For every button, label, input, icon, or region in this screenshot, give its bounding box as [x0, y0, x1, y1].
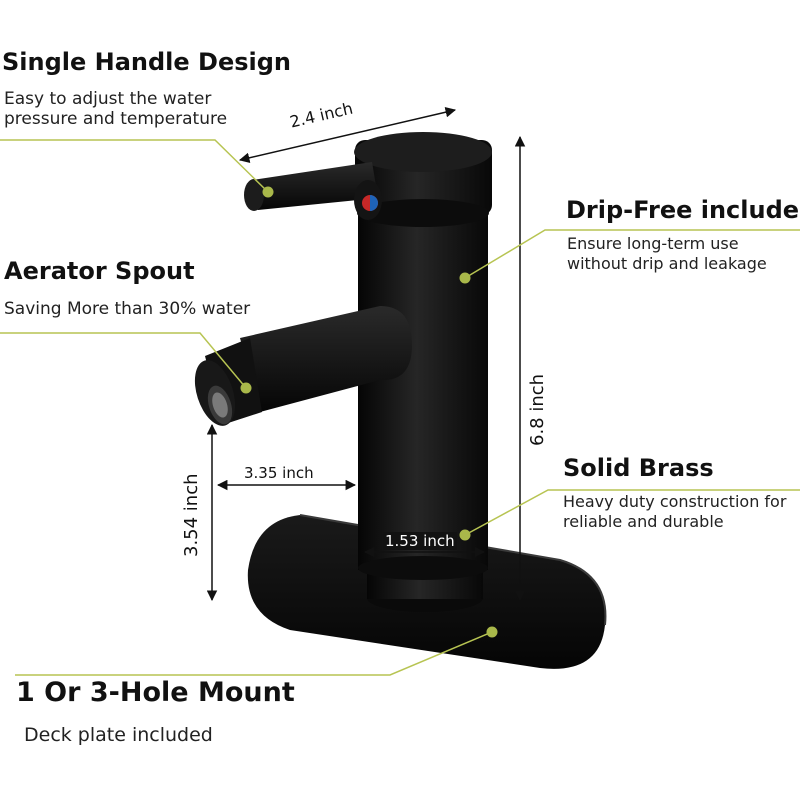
leader-drip-free [459, 229, 800, 284]
single-handle-desc-1: Easy to adjust the water [4, 89, 212, 109]
drip-free-title: Drip-Free included [566, 196, 800, 224]
single-handle-desc-2: pressure and temperature [4, 109, 228, 129]
aerator-spout [194, 306, 412, 426]
aerator-desc: Saving More than 30% water [4, 299, 251, 319]
dim-arrow-handle [238, 107, 457, 163]
solid-brass-title: Solid Brass [563, 454, 714, 482]
leader-single-handle [0, 139, 274, 198]
dim-label-spout-height: 3.54 inch [181, 473, 202, 557]
dim-label-reach: 3.35 inch [244, 464, 314, 482]
dim-label-height: 6.8 inch [527, 373, 548, 446]
drip-free-desc-2: without drip and leakage [567, 254, 767, 273]
faucet-body [358, 205, 488, 580]
leader-aerator [0, 332, 252, 394]
leader-hole-mount [15, 626, 498, 676]
drip-free-desc-1: Ensure long-term use [567, 234, 739, 253]
hole-mount-title: 1 Or 3-Hole Mount [16, 677, 295, 708]
single-handle-title: Single Handle Design [2, 48, 292, 76]
solid-brass-desc-1: Heavy duty construction for [563, 492, 787, 511]
solid-brass-desc-2: reliable and durable [563, 512, 724, 531]
dim-label-diameter: 1.53 inch [383, 532, 457, 550]
aerator-title: Aerator Spout [4, 257, 195, 285]
hot-cold-indicator [362, 195, 378, 211]
hole-mount-desc: Deck plate included [24, 724, 213, 746]
leader-solid-brass [459, 489, 800, 541]
handle-lever [244, 162, 382, 220]
